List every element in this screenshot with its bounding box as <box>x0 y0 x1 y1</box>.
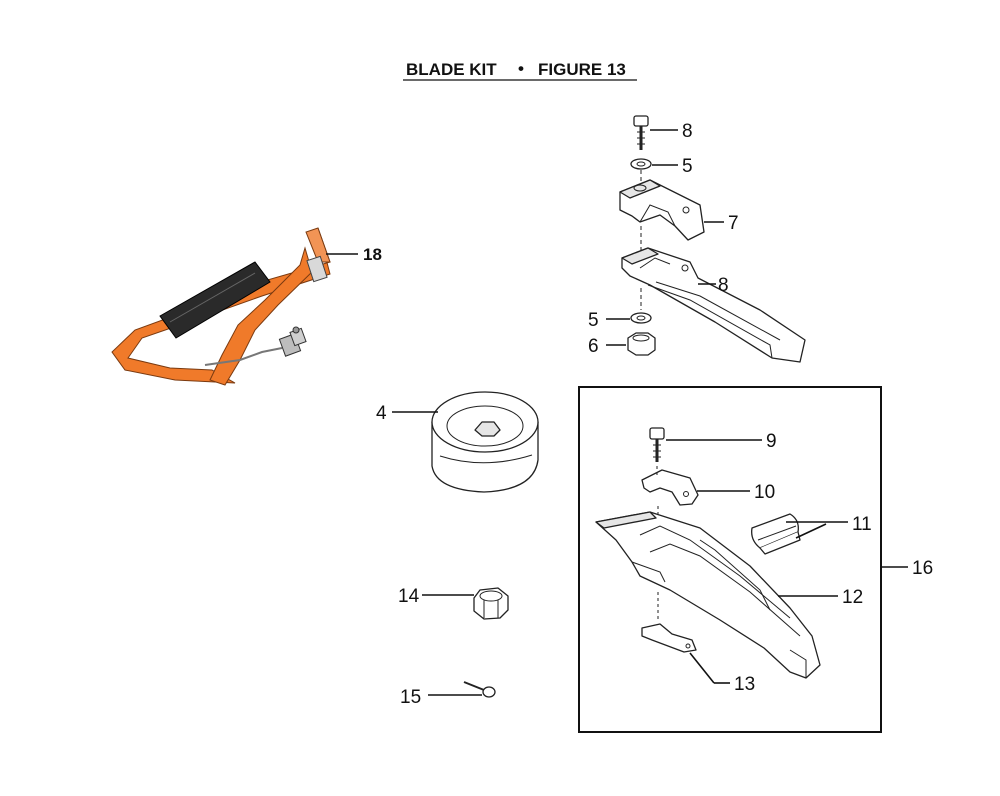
upper-clamp-part <box>619 179 705 241</box>
guard-screw-part <box>649 427 665 462</box>
callout-8a: 8 <box>682 121 693 142</box>
blade-guard-part-12 <box>595 511 821 679</box>
harness-pad <box>159 261 271 339</box>
leader-11b <box>795 523 827 539</box>
leader-13a <box>689 652 715 684</box>
callout-6: 6 <box>588 336 599 357</box>
callout-10: 10 <box>754 482 775 503</box>
callout-4: 4 <box>376 403 387 424</box>
upper-screw-part <box>633 115 649 150</box>
callout-9: 9 <box>766 431 777 452</box>
lower-clamp-bar-part <box>621 247 806 363</box>
cylinder-part-4 <box>431 391 539 493</box>
callout-12: 12 <box>842 587 863 608</box>
callout-14: 14 <box>398 586 420 607</box>
callout-5a: 5 <box>682 156 693 177</box>
guard-clamp-part <box>641 469 699 506</box>
title-bullet: • <box>518 59 524 78</box>
harness-hook <box>278 326 307 357</box>
guard-kit-frame <box>578 386 882 733</box>
figure-title: BLADE KIT • FIGURE 13 <box>403 59 637 81</box>
guard-bracket-part-13 <box>641 623 697 653</box>
callout-5b: 5 <box>588 310 599 331</box>
upper-washer-part <box>630 158 652 170</box>
pin-part-15 <box>463 681 496 698</box>
callout-18: 18 <box>363 245 382 264</box>
lower-washer-part <box>630 312 652 324</box>
callout-13: 13 <box>734 674 755 695</box>
nut-part-14 <box>473 587 509 620</box>
harness-strap-part <box>111 227 331 386</box>
title-left: BLADE KIT <box>406 60 497 79</box>
callout-15: 15 <box>400 687 421 708</box>
callout-16: 16 <box>912 558 933 579</box>
title-right: FIGURE 13 <box>538 60 626 79</box>
callout-11: 11 <box>852 514 872 535</box>
nut-part-6 <box>627 332 656 356</box>
callout-7: 7 <box>728 213 739 234</box>
sleeve-part-11 <box>751 513 801 555</box>
callout-8b: 8 <box>718 275 729 296</box>
